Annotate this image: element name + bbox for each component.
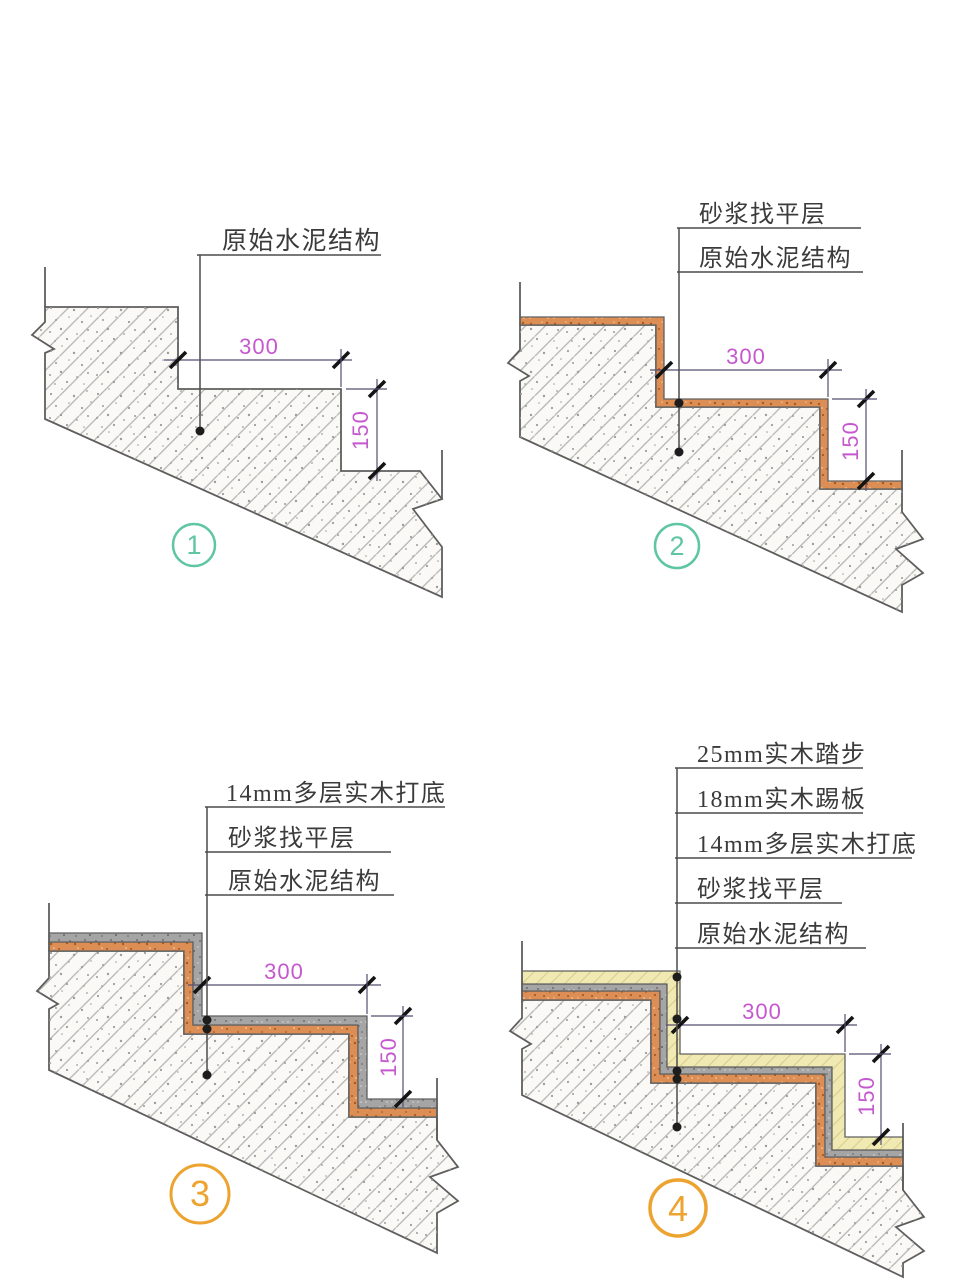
riser-height-dimension: 150 (348, 410, 373, 450)
leader-dot (672, 1122, 682, 1132)
leader-dot (674, 447, 684, 457)
leader-dot (202, 1070, 212, 1080)
panel-number-badge (171, 522, 217, 568)
tread-run-dimension: 300 (264, 959, 304, 984)
tread-run-dimension: 300 (726, 344, 766, 369)
layer-label: 14mm多层实木打底 (226, 780, 446, 807)
concrete-texture (508, 325, 923, 612)
tread-run-dimension: 300 (742, 999, 782, 1024)
riser-height-dimension: 150 (854, 1076, 879, 1116)
layer-label: 14mm多层实木打底 (697, 831, 917, 858)
leader-dot (672, 1074, 682, 1084)
leader-dot (195, 426, 205, 436)
leader-dot (202, 1024, 212, 1034)
panel-3: 300 150 14mm多层实木打底 砂浆找平层 原始水泥结构 3 (36, 780, 459, 1254)
panel-number: 3 (190, 1173, 210, 1214)
concrete-texture (32, 307, 442, 597)
layer-label: 原始水泥结构 (228, 868, 381, 895)
layer-label: 砂浆找平层 (228, 825, 356, 852)
panel-number: 2 (669, 531, 684, 561)
panel-number: 4 (668, 1188, 688, 1229)
leader-dot (672, 1014, 682, 1024)
layer-label: 砂浆找平层 (697, 876, 825, 903)
leader-dot (674, 398, 684, 408)
leader-dot (672, 972, 682, 982)
riser-height-dimension: 150 (376, 1037, 401, 1077)
layer-label: 原始水泥结构 (699, 245, 852, 272)
panel-number-badge (169, 1163, 231, 1225)
panel-4: 300 150 25mm实木踏步 18mm实木踢板 14mm多层实木打底 砂浆找… (509, 741, 925, 1278)
panel-number: 1 (186, 530, 201, 560)
leader-dot (202, 1015, 212, 1025)
panel-number-badge (653, 522, 701, 570)
layer-label: 砂浆找平层 (699, 201, 827, 228)
leader-dot (672, 1066, 682, 1076)
layer-label: 25mm实木踏步 (697, 741, 866, 768)
riser-height-dimension: 150 (838, 421, 863, 461)
panel-number-badge (648, 1178, 708, 1238)
tread-run-dimension: 300 (239, 334, 279, 359)
panel-2: 300 150 砂浆找平层 原始水泥结构 2 (507, 201, 924, 613)
layer-label: 原始水泥结构 (222, 227, 381, 255)
layer-label: 原始水泥结构 (697, 921, 850, 948)
layer-label: 18mm实木踢板 (697, 786, 866, 813)
panel-1: 300 150 原始水泥结构 1 (31, 227, 443, 598)
